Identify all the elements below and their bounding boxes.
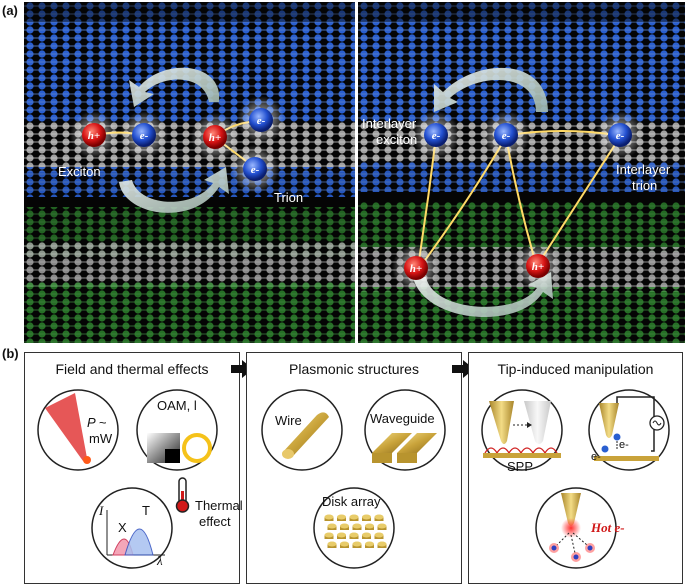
disk-top bbox=[374, 532, 384, 538]
plasmonic-title: Plasmonic structures bbox=[289, 361, 419, 377]
electron-dot bbox=[613, 433, 621, 441]
trion-label: Trion bbox=[274, 190, 304, 205]
disk-top bbox=[362, 514, 371, 520]
disk-top bbox=[337, 532, 346, 538]
laser-beam-icon bbox=[45, 393, 87, 461]
electron-symbol: e- bbox=[502, 130, 511, 142]
hole-symbol: h+ bbox=[209, 132, 221, 144]
hot-electron-dot bbox=[587, 545, 593, 551]
laser-focus-icon bbox=[83, 456, 91, 464]
thermal-label-2: effect bbox=[199, 514, 231, 529]
electron-symbol: e- bbox=[251, 164, 260, 176]
hole-particle bbox=[82, 123, 106, 147]
electron-symbol: e- bbox=[432, 130, 441, 142]
disk-top bbox=[365, 541, 374, 547]
plot-y-label: I bbox=[99, 503, 104, 518]
waveguide-icon bbox=[372, 433, 412, 453]
electron-symbol: e- bbox=[257, 115, 266, 127]
power-label-1: P ~ bbox=[87, 415, 107, 430]
hole-particle bbox=[404, 256, 428, 280]
gray-tip-icon bbox=[524, 401, 551, 444]
electron-particle bbox=[494, 123, 518, 147]
interlayer-trion-label-2: trion bbox=[632, 178, 658, 193]
field-thermal-box: Field and thermal effects P ~ mW OAM, bbox=[24, 352, 243, 584]
spp-label: SPP bbox=[507, 459, 534, 474]
disk-top bbox=[324, 532, 334, 538]
field-thermal-title: Field and thermal effects bbox=[55, 361, 209, 377]
waveguide-label: Waveguide bbox=[370, 411, 435, 426]
panel-a-left-image: h+ e- h+ e- e- Exciton Trion bbox=[24, 2, 355, 343]
interlayer-trion-label-1: Interlayer bbox=[616, 162, 671, 177]
gold-tip-icon bbox=[599, 403, 619, 438]
electron-particle bbox=[132, 123, 156, 147]
disk-array-label: Disk array bbox=[322, 494, 381, 509]
electron-particle bbox=[243, 157, 267, 181]
disk-top bbox=[340, 523, 349, 529]
exciton-label: Exciton bbox=[58, 164, 101, 179]
nanowire-icon bbox=[282, 412, 329, 458]
panel-b-label: (b) bbox=[2, 346, 19, 361]
t-peak bbox=[124, 528, 154, 556]
electron-label-1: e- bbox=[619, 439, 629, 451]
t-peak-label: T bbox=[142, 503, 150, 518]
wire-label: Wire bbox=[275, 413, 302, 428]
hole-symbol: h+ bbox=[88, 130, 100, 142]
electron-label-2: e- bbox=[591, 451, 601, 463]
disk-top bbox=[374, 514, 384, 520]
gold-tip-icon bbox=[489, 401, 514, 444]
disk-array-icon bbox=[324, 514, 387, 548]
thermal-circle bbox=[91, 487, 173, 569]
hot-electron-label: Hot e- bbox=[591, 520, 625, 535]
electron-symbol: e- bbox=[140, 130, 149, 142]
disk-top bbox=[365, 523, 374, 529]
disk-top bbox=[352, 523, 362, 529]
hot-electron-dot bbox=[551, 545, 557, 551]
disk-top bbox=[349, 514, 359, 520]
panel-a-right-image: e- e- e- h+ h+ Interlayer exciton Interl… bbox=[358, 2, 685, 343]
electron-particle bbox=[608, 123, 632, 147]
electron-dot bbox=[601, 445, 609, 453]
electron-symbol: e- bbox=[616, 130, 625, 142]
plasmonic-box: Plasmonic structures Wire Waveguide Disk… bbox=[246, 352, 462, 584]
interlayer-exciton-label-2: exciton bbox=[376, 132, 418, 147]
x-peak-label: X bbox=[118, 520, 127, 535]
disk-top bbox=[327, 541, 337, 547]
disk-top bbox=[377, 541, 387, 547]
oam-label: OAM, l bbox=[157, 398, 197, 413]
disk-top bbox=[337, 514, 346, 520]
panel-a-label: (a) bbox=[2, 3, 18, 18]
interlayer-exciton-label-1: Interlayer bbox=[362, 116, 417, 131]
hole-particle bbox=[203, 125, 227, 149]
wire-circle bbox=[261, 389, 343, 471]
disk-top bbox=[324, 514, 334, 520]
hole-symbol: h+ bbox=[410, 263, 422, 275]
hole-symbol: h+ bbox=[532, 261, 544, 273]
power-label-2: mW bbox=[89, 431, 113, 446]
hole-particle bbox=[526, 254, 550, 278]
disk-top bbox=[340, 541, 349, 547]
plot-x-label: λ bbox=[157, 553, 163, 568]
disk-top bbox=[327, 523, 337, 529]
donut-beam-icon bbox=[182, 433, 212, 463]
disk-top bbox=[362, 532, 371, 538]
disk-top bbox=[352, 541, 362, 547]
electron-particle bbox=[424, 123, 448, 147]
disk-top bbox=[377, 523, 387, 529]
tip-manipulation-title: Tip-induced manipulation bbox=[497, 361, 654, 377]
thermal-label-1: Thermal bbox=[195, 498, 243, 513]
electron-particle bbox=[249, 108, 273, 132]
gold-tip-icon bbox=[561, 493, 581, 526]
hot-electron-dot bbox=[573, 554, 579, 560]
disk-top bbox=[349, 532, 359, 538]
tip-manipulation-box: Tip-induced manipulation bbox=[468, 352, 683, 584]
